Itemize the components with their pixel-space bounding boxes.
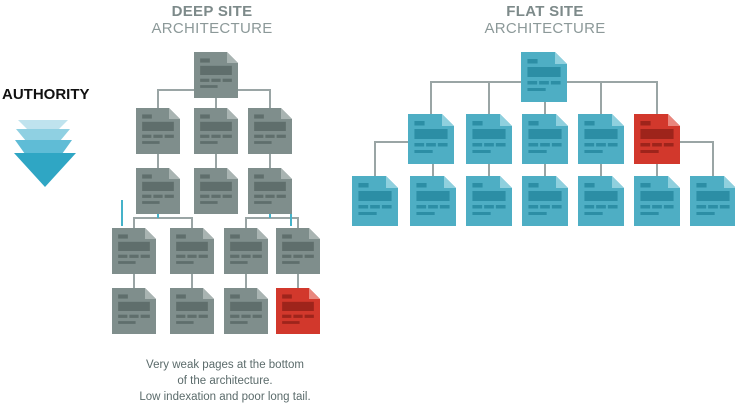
page-icon (466, 176, 512, 226)
page-icon (136, 108, 180, 154)
connector-line (680, 141, 714, 176)
page-icon (170, 228, 214, 274)
page-icon (170, 288, 214, 334)
deep-subtitle: ARCHITECTURE (151, 20, 273, 37)
page-icon (522, 176, 568, 226)
arrow-layer (15, 140, 72, 154)
connector-line (374, 141, 408, 176)
weak-page-icon (276, 288, 320, 334)
page-icon (522, 114, 568, 164)
authority-arrow-icon (14, 120, 76, 187)
page-icon (634, 176, 680, 226)
weak-page-icon (634, 114, 680, 164)
page-icon (224, 288, 268, 334)
page-icon (408, 114, 454, 164)
flat-subtitle: ARCHITECTURE (484, 20, 606, 37)
page-icon (578, 176, 624, 226)
page-icon (248, 168, 292, 214)
authority-label: AUTHORITY (2, 86, 90, 103)
caption-line: of the architecture. (177, 375, 273, 387)
page-icon (136, 168, 180, 214)
page-icon (276, 228, 320, 274)
page-icon (112, 288, 156, 334)
page-icon (248, 108, 292, 154)
page-icon (194, 52, 238, 98)
page-icon (194, 108, 238, 154)
page-icon (690, 176, 735, 226)
flat-pages (352, 52, 735, 226)
page-icon (224, 228, 268, 274)
caption-line: Very weak pages at the bottom (146, 359, 304, 371)
page-icon (466, 114, 512, 164)
page-icon (112, 228, 156, 274)
arrow-layer (18, 120, 68, 130)
flat-title: FLAT SITE (506, 3, 584, 20)
caption-line: Low indexation and poor long tail. (139, 391, 311, 403)
deep-title: DEEP SITE (171, 3, 253, 20)
connector-line (245, 217, 299, 228)
deep-caption: Very weak pages at the bottom of the arc… (100, 357, 350, 405)
arrow-layer (16, 129, 70, 141)
page-icon (410, 176, 456, 226)
page-icon (521, 52, 567, 102)
page-icon (194, 168, 238, 214)
deep-pages (112, 52, 320, 334)
connector-line (133, 217, 193, 228)
page-icon (578, 114, 624, 164)
page-icon (352, 176, 398, 226)
arrow-layer (14, 153, 76, 187)
